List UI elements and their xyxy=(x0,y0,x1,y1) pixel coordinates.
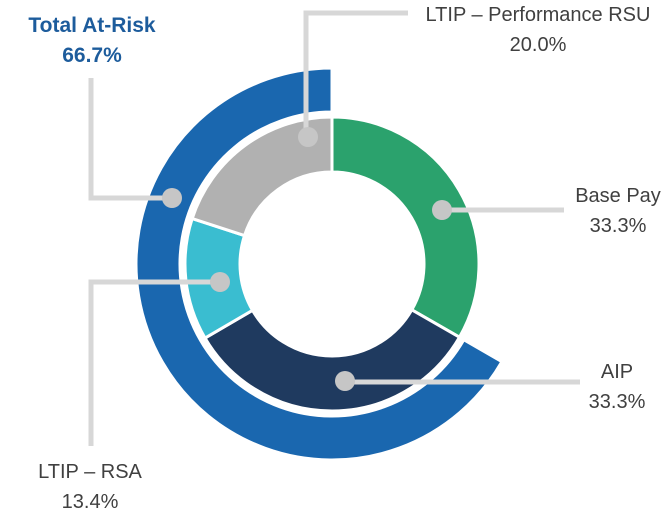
leader-dot xyxy=(210,272,230,292)
donut-segment xyxy=(190,115,334,238)
leader-dot xyxy=(162,188,182,208)
donut-segment xyxy=(134,66,504,462)
callout-base-pay: Base Pay 33.3% xyxy=(543,181,666,241)
leader-line xyxy=(88,78,168,201)
donut-segment xyxy=(330,115,481,340)
leader-dot xyxy=(432,200,452,220)
callout-aip-label: AIP xyxy=(600,361,634,383)
callout-ltip-performance-rsu-value: 20.0% xyxy=(509,34,567,56)
leader-dot xyxy=(335,371,355,391)
callout-ltip-rsa-value: 13.4% xyxy=(61,491,119,513)
callout-total-at-risk-label: Total At-Risk xyxy=(28,14,156,37)
callout-total-at-risk: Total At-Risk 66.7% xyxy=(12,11,172,71)
callout-base-pay-value: 33.3% xyxy=(589,215,647,237)
callout-ltip-rsa: LTIP – RSA 13.4% xyxy=(10,457,170,517)
callout-aip-value: 33.3% xyxy=(588,391,646,413)
callout-base-pay-label: Base Pay xyxy=(575,185,661,207)
callout-ltip-performance-rsu-label: LTIP – Performance RSU xyxy=(425,4,651,26)
callout-total-at-risk-value: 66.7% xyxy=(62,44,122,67)
donut-segment xyxy=(202,307,462,413)
leader-dot xyxy=(298,127,318,147)
callout-aip: AIP 33.3% xyxy=(542,357,666,417)
leader-line xyxy=(88,279,218,446)
callout-ltip-performance-rsu: LTIP – Performance RSU 20.0% xyxy=(412,0,664,60)
callout-ltip-rsa-label: LTIP – RSA xyxy=(38,461,142,483)
leader-line xyxy=(303,10,408,134)
